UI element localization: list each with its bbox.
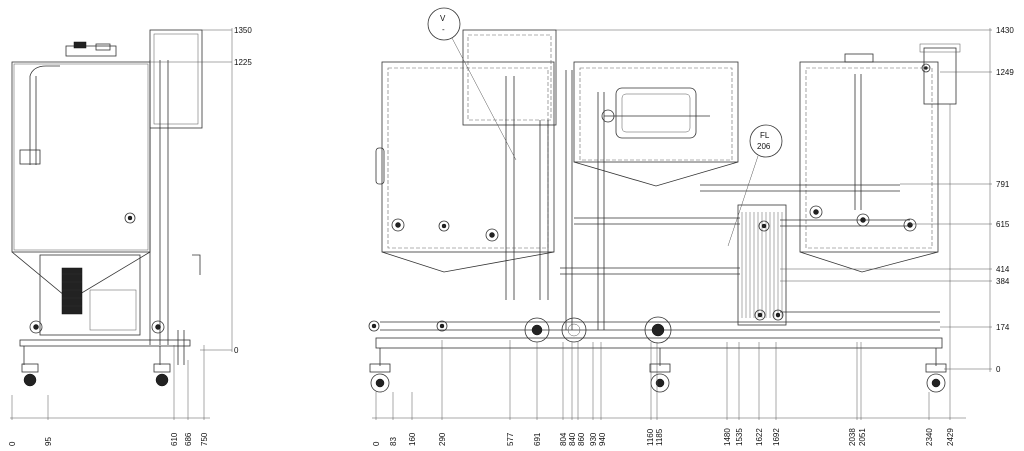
front-dim-v-384: 384: [996, 277, 1010, 286]
front-view: [368, 29, 961, 393]
front-dim-v-174: 174: [996, 323, 1010, 332]
side-view: [11, 29, 203, 387]
front-dim-h-2340: 2340: [925, 428, 934, 446]
callout-v-line1: V: [440, 14, 446, 23]
front-dim-h-2038: 2038: [848, 428, 857, 446]
front-dim-h-1535: 1535: [735, 428, 744, 446]
front-dim-v-0: 0: [996, 365, 1001, 374]
side-dim-h-750: 750: [200, 432, 209, 446]
callout-fl-line2: 206: [757, 142, 771, 151]
side-dim-h-0: 0: [8, 441, 17, 446]
front-dim-v-414: 414: [996, 265, 1010, 274]
front-dim-h-1622: 1622: [755, 428, 764, 446]
front-dim-h-83: 83: [389, 437, 398, 446]
front-dim-h-1160: 1160: [646, 428, 655, 446]
front-dim-h-160: 160: [408, 432, 417, 446]
front-dim-h-691: 691: [533, 432, 542, 446]
front-dim-h-2429: 2429: [946, 428, 955, 446]
side-dim-h-686: 686: [184, 432, 193, 446]
front-view-vertical-dimensions: 1430 1249 791 615 414 384 174 0: [556, 26, 1014, 374]
front-dim-h-290: 290: [438, 432, 447, 446]
front-dim-h-930: 930: [589, 432, 598, 446]
front-dim-v-1249: 1249: [996, 68, 1014, 77]
side-dim-v-1350: 1350: [234, 26, 252, 35]
front-dim-v-791: 791: [996, 180, 1010, 189]
front-view-horizontal-dimensions: 0 83 160 290 577 691 804 840 860 930 940…: [372, 104, 966, 446]
front-dim-h-840: 840: [568, 432, 577, 446]
front-dim-h-1480: 1480: [723, 428, 732, 446]
callout-fl: FL 206: [727, 124, 783, 247]
front-dim-h-2051: 2051: [858, 428, 867, 446]
front-dim-v-1430: 1430: [996, 26, 1014, 35]
front-dim-v-615: 615: [996, 220, 1010, 229]
side-dim-v-1225: 1225: [234, 58, 252, 67]
front-dim-h-804: 804: [559, 432, 568, 446]
callout-v-line2: -: [442, 25, 445, 34]
side-view-dimensions: 1350 1225 0 0 95 610 686 750: [8, 26, 252, 446]
side-dim-v-0: 0: [234, 346, 239, 355]
front-dim-h-940: 940: [598, 432, 607, 446]
callout-fl-line1: FL: [760, 131, 770, 140]
callout-v: V -: [427, 7, 517, 161]
front-dim-h-577: 577: [506, 432, 515, 446]
front-dim-h-1692: 1692: [772, 428, 781, 446]
front-dim-h-0: 0: [372, 441, 381, 446]
side-dim-h-610: 610: [170, 432, 179, 446]
front-dim-h-860: 860: [577, 432, 586, 446]
front-dim-h-1185: 1185: [655, 428, 664, 446]
side-dim-h-95: 95: [44, 437, 53, 446]
